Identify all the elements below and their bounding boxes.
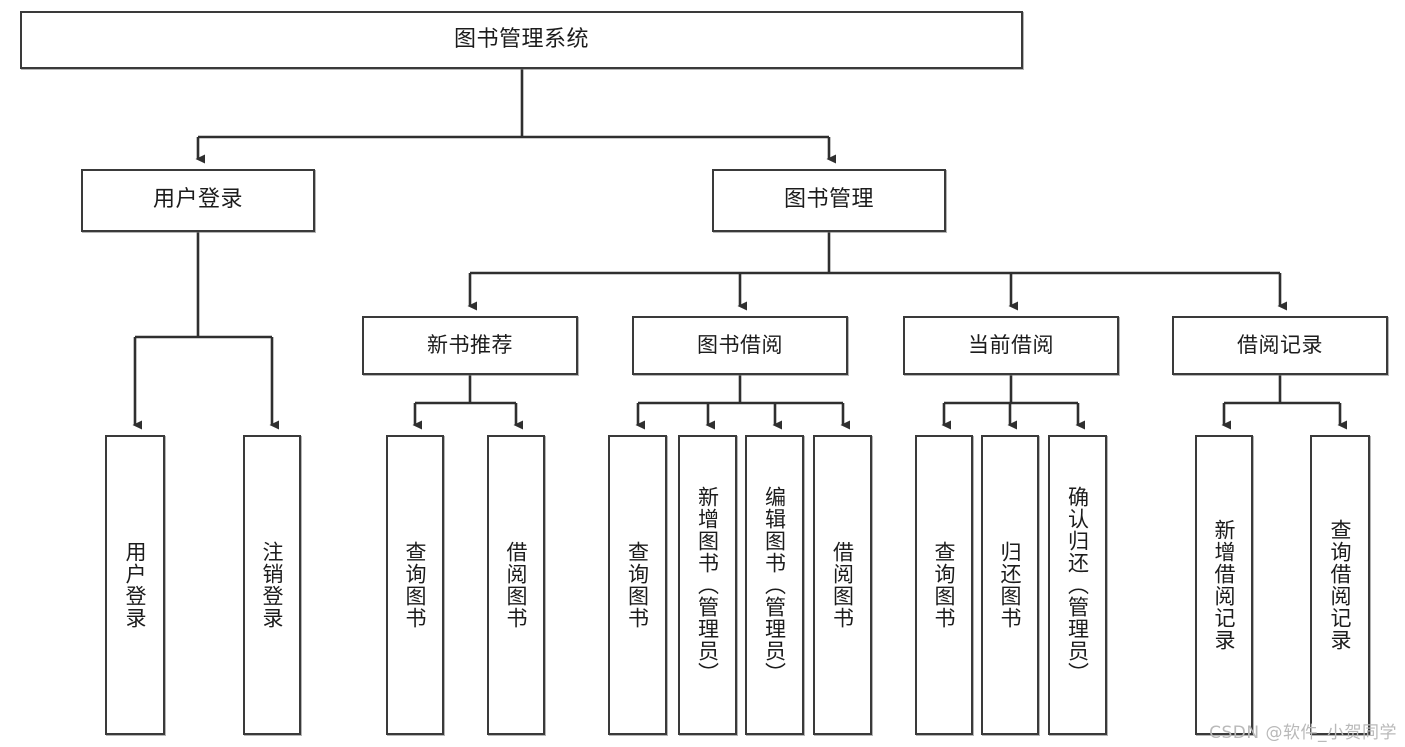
node-leaf-bk-edit[interactable]: 编辑图书（管理员） bbox=[745, 435, 804, 735]
node-current[interactable]: 当前借阅 bbox=[903, 316, 1119, 375]
node-label-records: 借阅记录 bbox=[1237, 332, 1323, 357]
node-label-leaf-user-login: 用户登录 bbox=[123, 541, 148, 629]
node-label-leaf-bk-add: 新增图书（管理员） bbox=[695, 486, 720, 684]
node-root[interactable]: 图书管理系统 bbox=[20, 11, 1023, 69]
node-label-current: 当前借阅 bbox=[968, 332, 1054, 357]
node-label-leaf-rec-add: 新增借阅记录 bbox=[1212, 519, 1237, 651]
node-label-root: 图书管理系统 bbox=[453, 26, 589, 52]
node-leaf-user-login[interactable]: 用户登录 bbox=[105, 435, 165, 735]
node-label-leaf-new-query: 查询图书 bbox=[403, 541, 428, 629]
node-label-leaf-rec-query: 查询借阅记录 bbox=[1328, 519, 1353, 651]
node-label-newbook: 新书推荐 bbox=[427, 332, 513, 357]
node-leaf-rec-add[interactable]: 新增借阅记录 bbox=[1195, 435, 1253, 735]
node-login[interactable]: 用户登录 bbox=[81, 169, 315, 232]
node-label-leaf-new-borrow: 借阅图书 bbox=[504, 541, 529, 629]
node-label-bookmgmt: 图书管理 bbox=[783, 187, 874, 213]
node-label-borrow: 图书借阅 bbox=[697, 332, 783, 357]
node-borrow[interactable]: 图书借阅 bbox=[632, 316, 848, 375]
node-label-leaf-user-logout: 注销登录 bbox=[260, 541, 285, 629]
node-label-leaf-bk-edit: 编辑图书（管理员） bbox=[762, 486, 787, 684]
node-label-leaf-bk-query: 查询图书 bbox=[625, 541, 650, 629]
node-label-leaf-cur-return: 归还图书 bbox=[998, 541, 1023, 629]
node-leaf-bk-query[interactable]: 查询图书 bbox=[608, 435, 667, 735]
node-bookmgmt[interactable]: 图书管理 bbox=[712, 169, 946, 232]
node-leaf-new-query[interactable]: 查询图书 bbox=[386, 435, 444, 735]
node-leaf-user-logout[interactable]: 注销登录 bbox=[243, 435, 301, 735]
node-leaf-new-borrow[interactable]: 借阅图书 bbox=[487, 435, 545, 735]
node-leaf-cur-confirm[interactable]: 确认归还（管理员） bbox=[1048, 435, 1107, 735]
node-label-leaf-cur-confirm: 确认归还（管理员） bbox=[1065, 486, 1090, 684]
watermark-text: CSDN @软件_小贺同学 bbox=[1209, 723, 1397, 743]
node-newbook[interactable]: 新书推荐 bbox=[362, 316, 578, 375]
node-leaf-cur-query[interactable]: 查询图书 bbox=[915, 435, 973, 735]
node-label-leaf-bk-borrow: 借阅图书 bbox=[830, 541, 855, 629]
node-label-leaf-cur-query: 查询图书 bbox=[932, 541, 957, 629]
node-leaf-bk-borrow[interactable]: 借阅图书 bbox=[813, 435, 872, 735]
node-leaf-rec-query[interactable]: 查询借阅记录 bbox=[1310, 435, 1370, 735]
node-label-login: 用户登录 bbox=[152, 187, 243, 213]
node-leaf-bk-add[interactable]: 新增图书（管理员） bbox=[678, 435, 737, 735]
node-leaf-cur-return[interactable]: 归还图书 bbox=[981, 435, 1039, 735]
node-records[interactable]: 借阅记录 bbox=[1172, 316, 1388, 375]
